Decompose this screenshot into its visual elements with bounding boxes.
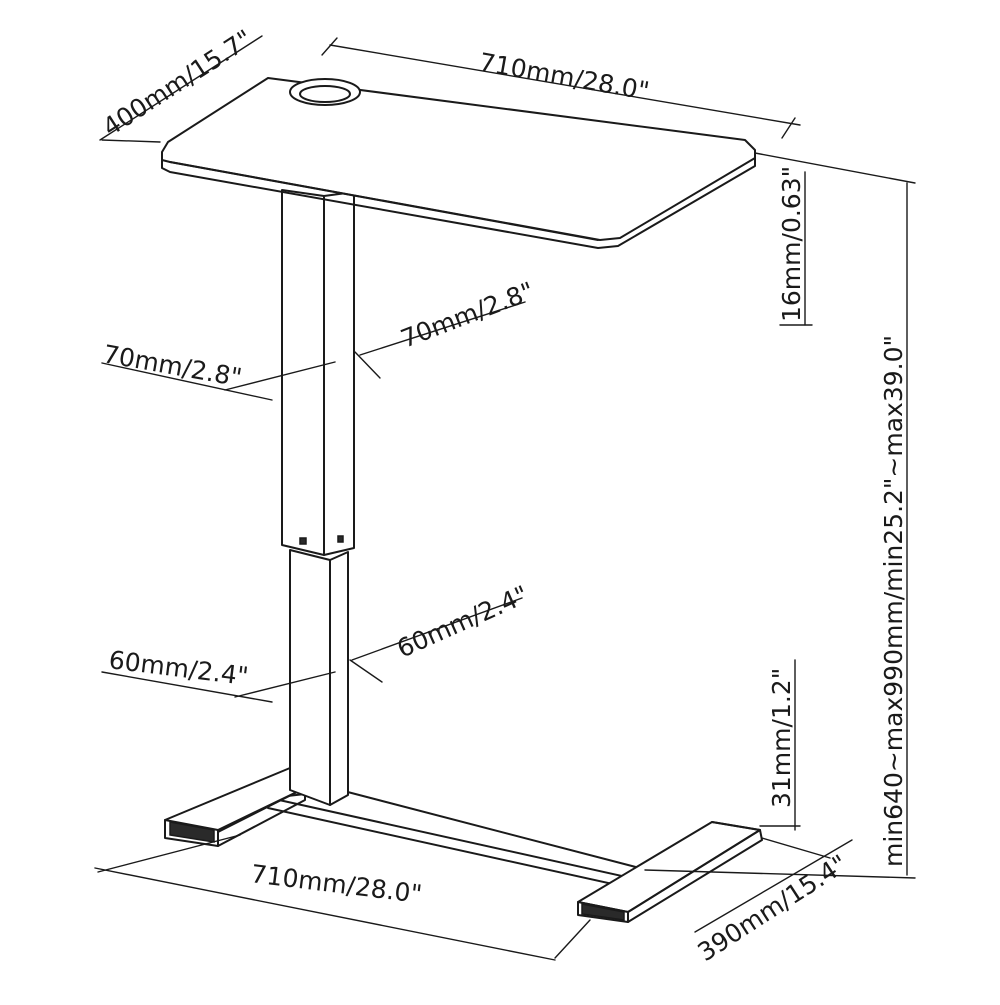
control-button: [337, 535, 344, 543]
grommet-hole: [289, 78, 361, 106]
lower-column-left-label: 60mm/2.4": [107, 645, 250, 691]
desk-top: [161, 77, 756, 249]
dimension-lines: [94, 35, 916, 961]
upper-column-left-label: 70mm/2.8": [101, 339, 244, 392]
lower-column-right-label: 60mm/2.4": [393, 580, 533, 664]
top-thickness-label: 16mm/0.63": [777, 166, 806, 322]
base-width-label: 710mm/28.0": [249, 859, 423, 909]
top-width-label: 710mm/28.0": [477, 47, 651, 105]
lower-column: [289, 549, 349, 806]
left-foot: [164, 767, 306, 847]
height-range-label: min640~max990mm/min25.2"~max39.0": [879, 335, 908, 867]
control-button: [299, 537, 307, 545]
upper-column-right-label: 70mm/2.8": [397, 276, 538, 353]
right-foot: [577, 821, 763, 923]
foot-height-label: 31mm/1.2": [767, 668, 796, 808]
base-frame: [164, 767, 763, 923]
